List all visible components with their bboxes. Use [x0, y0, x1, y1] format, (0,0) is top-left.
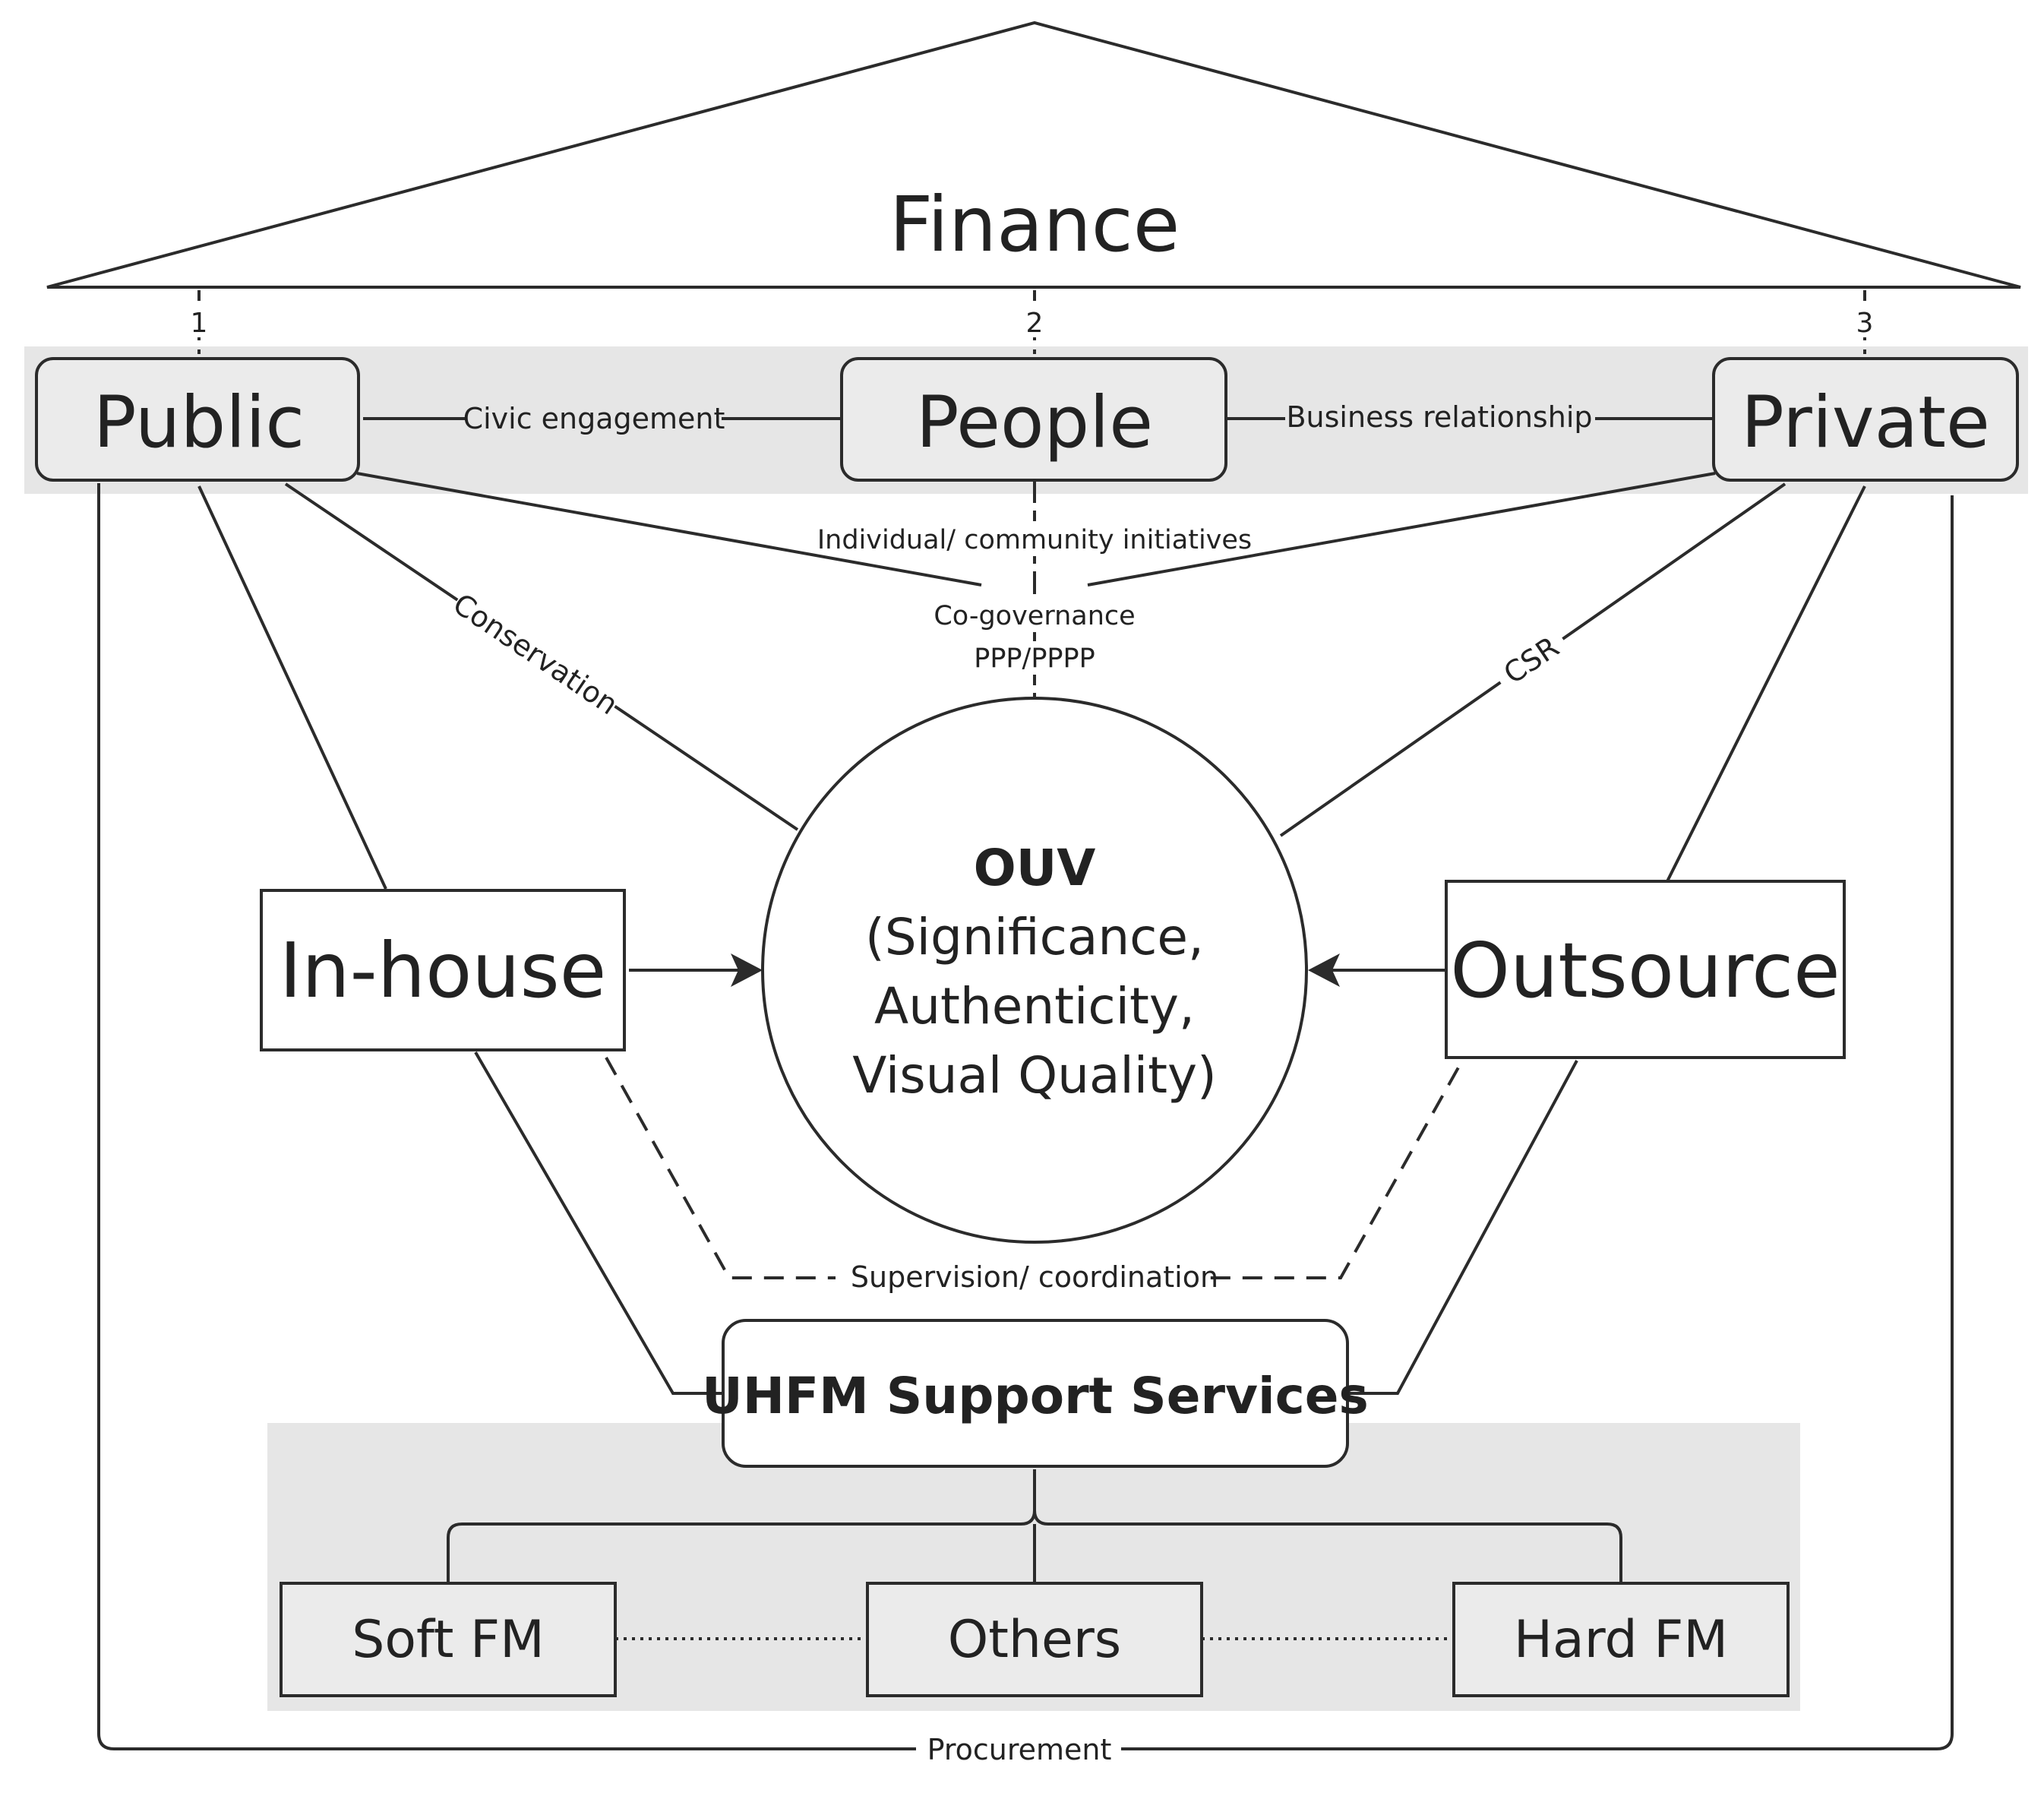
ouv-line-1: (Significance, [865, 908, 1204, 966]
cogov-label: Co-governance [934, 601, 1135, 631]
hard-fm-node: Hard FM [1452, 1582, 1790, 1697]
inhouse-support-link [474, 1051, 722, 1395]
private-initiative-link [1087, 472, 1716, 587]
ouv-title: OUV [974, 839, 1096, 897]
inhouse-arrowhead [731, 953, 763, 987]
hard-fm-label: Hard FM [1514, 1610, 1728, 1670]
public-initiative-link [356, 472, 982, 587]
soft-fm-label: Soft FM [352, 1610, 545, 1670]
initiatives-label: Individual/ community initiatives [817, 525, 1252, 555]
others-node: Others [866, 1582, 1203, 1697]
service-bracket [447, 1469, 1622, 1583]
finance-label: Finance [889, 180, 1180, 269]
private-node: Private [1712, 357, 2019, 482]
people-label: People [916, 381, 1153, 464]
outsource-arrowhead [1308, 953, 1340, 987]
number-1: 1 [191, 308, 208, 339]
others-label: Others [948, 1610, 1122, 1670]
ouv-line-3: Visual Quality) [852, 1046, 1217, 1105]
support-services-node: UHFM Support Services [702, 1319, 1369, 1468]
conservation-label: Conservation [447, 587, 624, 722]
outsource-node: Outsource [1445, 880, 1846, 1059]
outsource-label: Outsource [1450, 926, 1840, 1015]
support-services-label: UHFM Support Services [702, 1367, 1369, 1425]
inhouse-label: In-house [280, 926, 607, 1015]
inhouse-node: In-house [260, 889, 626, 1051]
number-2: 2 [1026, 308, 1044, 339]
finance-roof [46, 21, 2021, 289]
private-outsource-link [1666, 485, 1866, 882]
people-node: People [840, 357, 1227, 482]
supervision-label: Supervision/ coordination [851, 1260, 1218, 1294]
procurement-label: Procurement [927, 1733, 1112, 1766]
private-label: Private [1741, 381, 1990, 464]
public-inhouse-link [197, 485, 387, 890]
civic-label: Civic engagement [463, 402, 725, 435]
ppp-label: PPP/PPPP [974, 643, 1095, 674]
ouv-circle [761, 697, 1308, 1244]
public-label: Public [93, 381, 305, 464]
ouv-line-2: Authenticity, [874, 977, 1195, 1036]
number-3: 3 [1856, 308, 1874, 339]
soft-fm-node: Soft FM [280, 1582, 617, 1697]
outsource-support-link [1349, 1060, 1578, 1395]
public-node: Public [35, 357, 360, 482]
business-label: Business relationship [1286, 400, 1592, 434]
